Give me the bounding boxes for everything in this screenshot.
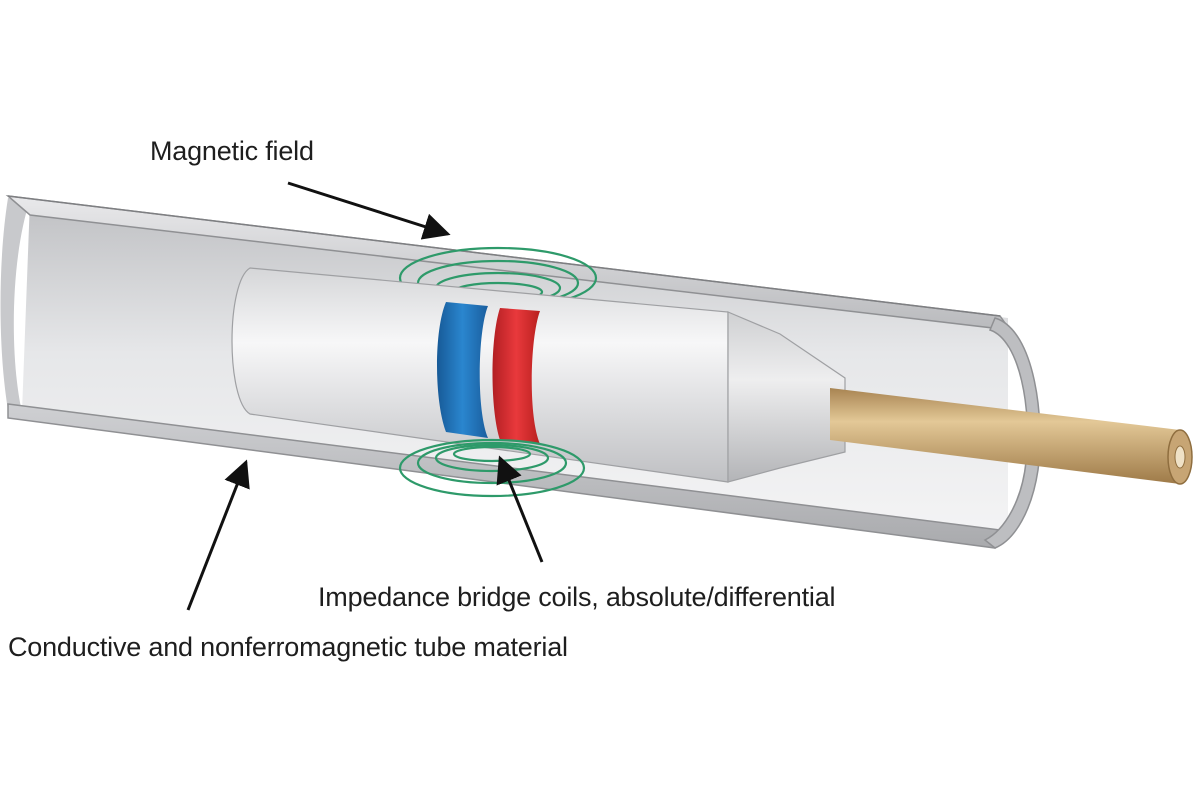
magnetic-field-label: Magnetic field [150,136,314,166]
tube-material-label: Conductive and nonferromagnetic tube mat… [8,632,568,662]
probe-cable [830,388,1193,485]
coil-absolute-blue [437,302,488,438]
tube-left-end [0,198,30,412]
probe [231,267,846,483]
tube-right-end [983,317,1041,549]
magnetic-field-arrow [287,181,451,240]
probe-tip [727,311,846,483]
coils-arrow [496,455,544,563]
probe-body [231,267,729,483]
tube-material-arrow [186,459,250,611]
magnetic-field-lines-bottom [398,438,586,498]
coils-label: Impedance bridge coils, absolute/differe… [318,582,835,612]
coil-differential-red [492,308,540,444]
